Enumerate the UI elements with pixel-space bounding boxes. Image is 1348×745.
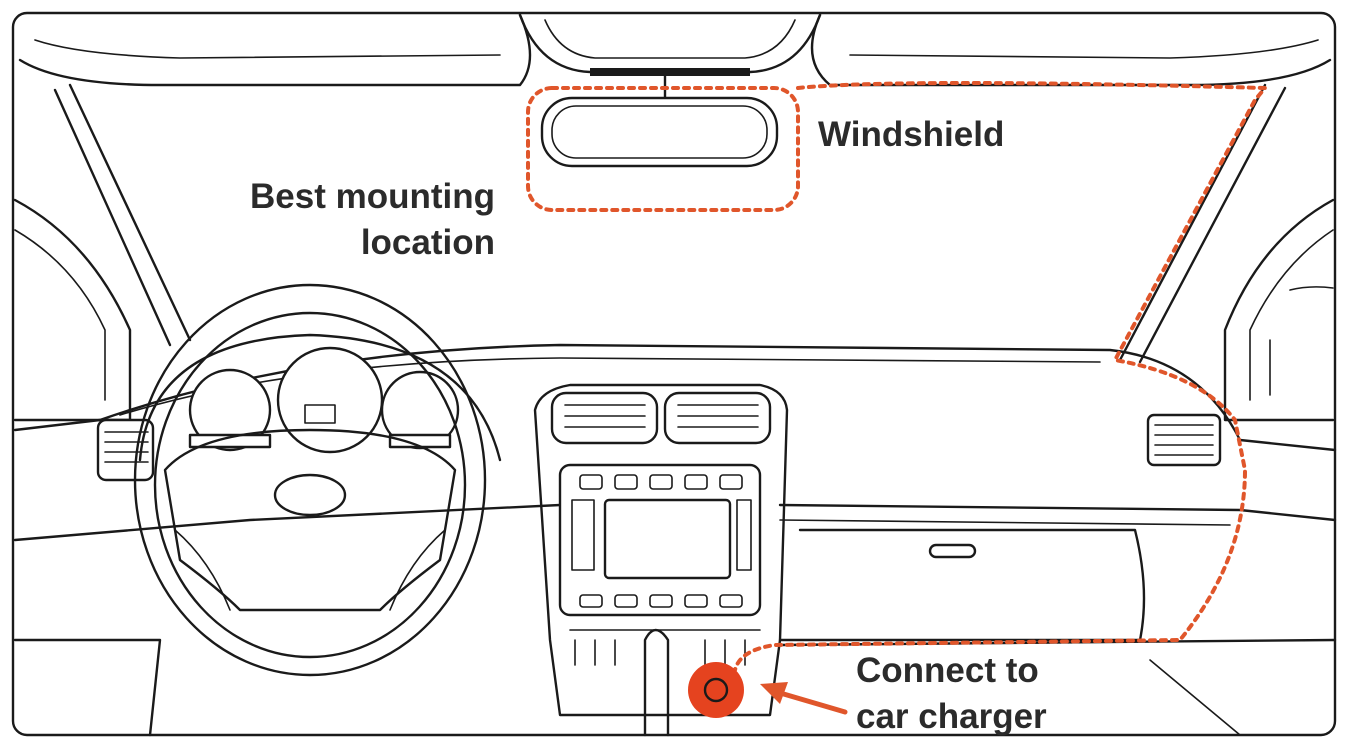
center-console [533,383,789,737]
mounting-label-line2: location [360,223,495,262]
arrow-left-icon [760,682,848,715]
right-air-vent [1146,413,1222,467]
steering-wheel [133,283,487,677]
mounting-location-highlight [526,86,800,212]
cigarette-lighter-socket-icon [688,662,744,718]
mounting-label-line1: Best mounting [250,177,495,216]
frame [11,11,1337,737]
rear-view-mirror [540,74,779,168]
windshield-label: Windshield [818,115,1005,154]
charger-label: Connect to car charger [856,648,1047,740]
charger-label-line1: Connect to [856,651,1039,690]
instrument-cluster [138,333,502,462]
cable-route [733,81,1267,672]
mounting-location-label: Best mounting location [250,174,495,266]
a-pillars [53,83,1287,364]
side-doors [13,198,1335,422]
charger-label-line2: car charger [856,697,1047,736]
overhead-console [518,13,822,76]
headliner [18,13,1332,87]
